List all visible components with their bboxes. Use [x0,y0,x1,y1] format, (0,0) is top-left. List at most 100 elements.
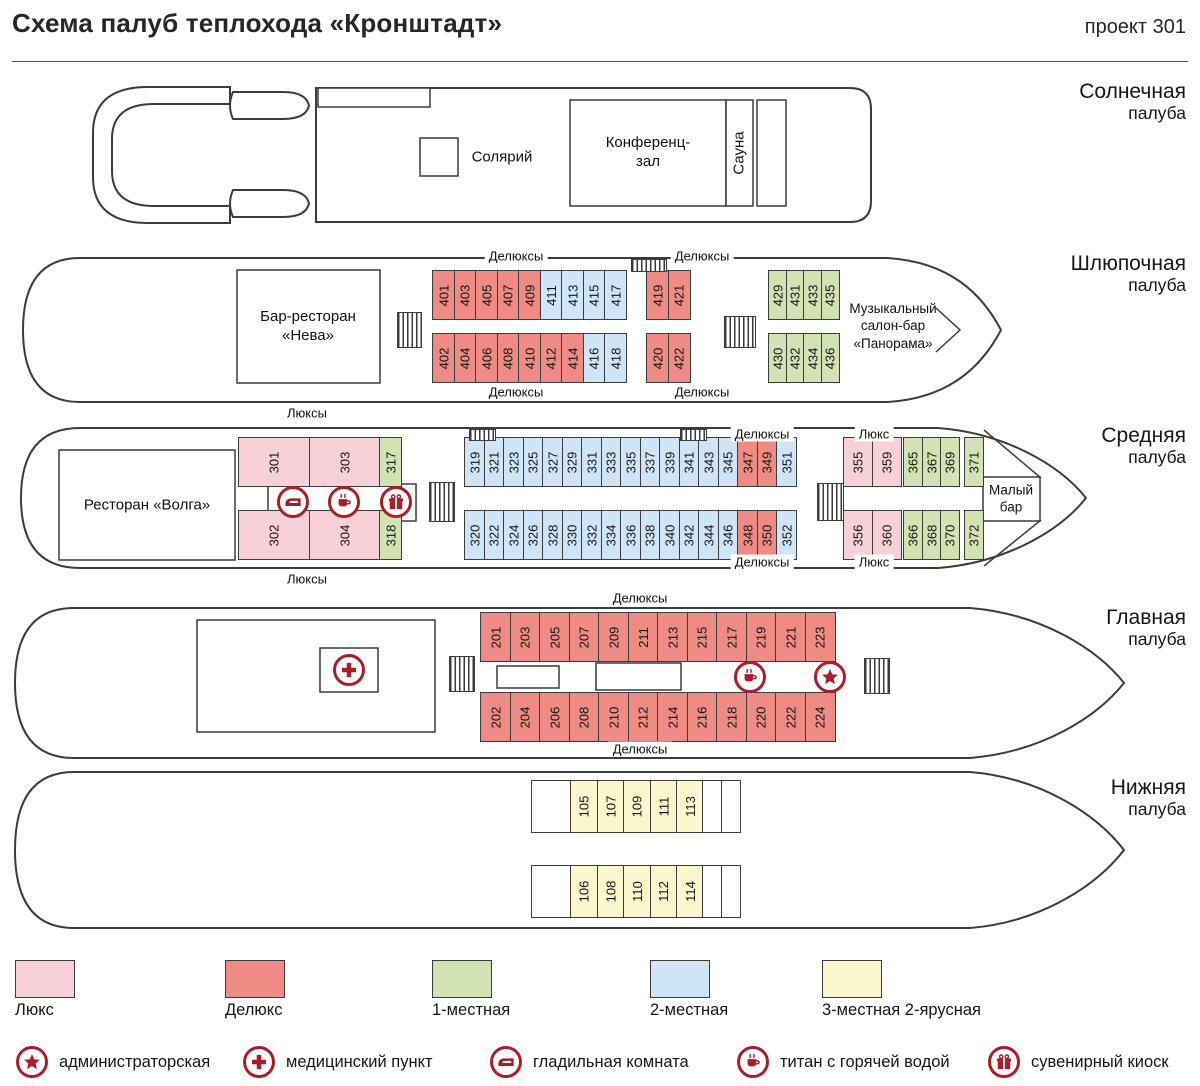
page-title: Схема палуб теплохода «Кронштадт» [12,8,503,38]
cabin-371: 371 [964,437,984,487]
cabin-218: 218 [716,692,747,742]
cabin-group-label: Делюксы [484,248,548,264]
cabin-429: 429 [768,270,787,320]
cabin-330: 330 [561,510,583,560]
star-icon [16,1046,48,1078]
gift-icon [988,1046,1020,1078]
cabin-203: 203 [509,612,541,662]
crew-area-box [196,619,436,733]
cabin-415: 415 [582,270,606,320]
legend-icon-label: гладильная комната [533,1053,689,1071]
cabin-group-label: Делюксы [730,426,794,442]
boat-deck-bow-mark [935,307,962,353]
cabin-105: 105 [570,780,598,833]
cabin-332: 332 [581,510,602,560]
cup-icon [734,661,766,693]
cabin-409: 409 [518,270,541,320]
service-cell [702,865,722,918]
cabin-210: 210 [598,692,629,742]
legend-icon-label: администраторская [59,1053,211,1071]
cabin-208: 208 [568,692,600,742]
sun-deck-stern-outline [92,86,231,224]
stairs-icon [680,429,707,441]
cabin-328: 328 [542,510,563,560]
cabin-349: 349 [756,437,778,487]
cabin-319: 319 [464,437,485,487]
cabin-348: 348 [737,510,758,560]
cabin-317: 317 [379,437,402,487]
cabin-331: 331 [581,437,602,487]
cabin-408: 408 [496,333,520,383]
cabin-339: 339 [659,437,680,487]
cabin-group-label: Люкс [854,554,894,570]
cabin-111: 111 [649,780,678,833]
cabin-202: 202 [480,692,511,742]
cabin-302: 302 [238,510,310,560]
cabin-213: 213 [657,612,688,662]
cabin-301: 301 [238,437,310,487]
cabin-324: 324 [503,510,524,560]
cabin-347: 347 [737,437,758,487]
cabin-113: 113 [676,780,704,833]
cabin-112: 112 [649,865,678,918]
room-label: Бар-ресторан «Нева» [260,307,356,344]
cabin-422: 422 [667,333,691,383]
service-cell [531,865,571,918]
cabin-338: 338 [639,510,661,560]
cabin-413: 413 [561,270,584,320]
legend-icon-label: сувенирный киоск [1031,1053,1169,1071]
sun-deck-boat-top [229,91,311,120]
cabin-207: 207 [568,612,600,662]
stairs-icon [469,429,496,441]
middle-deck-bow-line-top [983,429,1042,479]
legend-swatch-double [650,960,710,998]
cabin-212: 212 [627,692,659,742]
cabin-370: 370 [940,510,960,560]
cabin-333: 333 [600,437,622,487]
cabin-337: 337 [639,437,661,487]
cabin-group-label: Делюксы [670,248,734,264]
cabin-350: 350 [756,510,778,560]
room-label: Малый бар [988,482,1034,515]
cabin-327: 327 [542,437,563,487]
sauna-box [725,99,754,207]
cabin-201: 201 [480,612,511,662]
cabin-211: 211 [627,612,659,662]
sun-deck-boat-bottom [229,189,311,218]
cabin-321: 321 [483,437,505,487]
cabin-326: 326 [522,510,544,560]
cabin-412: 412 [539,333,563,383]
cabin-334: 334 [600,510,622,560]
legend-swatch-lux [15,960,75,998]
cabin-336: 336 [620,510,641,560]
legend-icon-label: титан с горячей водой [780,1053,950,1071]
cabin-114: 114 [676,865,704,918]
cabin-group-label: Делюксы [608,741,672,757]
cabin-436: 436 [820,333,840,383]
stairs-icon [429,482,455,522]
cabin-351: 351 [776,437,797,487]
main-deck-lounge-a [496,665,560,689]
service-cell [720,780,741,833]
cup-icon [328,486,360,518]
cabin-303: 303 [308,437,381,487]
cabin-360: 360 [871,510,902,560]
cabin-222: 222 [775,692,806,742]
cabin-214: 214 [657,692,688,742]
cabin-group-label: Люксы [283,405,331,421]
sun-deck-windbreak [317,87,431,108]
legend-type-label: 1-местная [432,1001,511,1019]
room-label: Солярий [471,148,533,166]
legend-swatch-triple [822,960,882,998]
service-cell [720,865,741,918]
cabin-420: 420 [646,333,669,383]
cross-icon [243,1046,275,1078]
cabin-group-label: Делюксы [484,384,548,400]
cabin-108: 108 [596,865,625,918]
cabin-414: 414 [561,333,584,383]
cabin-335: 335 [620,437,641,487]
cabin-220: 220 [745,692,777,742]
stairs-icon [631,259,667,272]
